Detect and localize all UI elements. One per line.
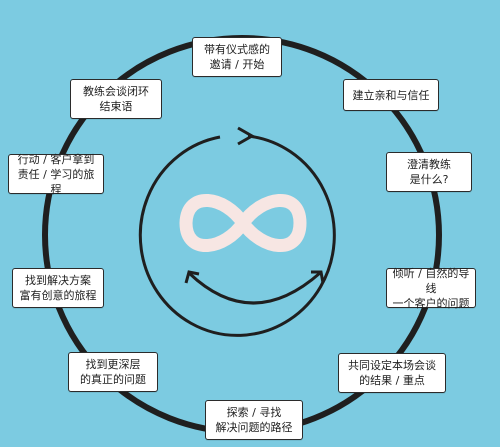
- step-explore: 探索 / 寻找 解决问题的路径: [205, 400, 303, 440]
- smile-arrowhead-left-icon: [184, 270, 200, 284]
- smile-arrow: [187, 271, 321, 305]
- step-action: 行动 / 客户拿到 责任 / 学习的旅程: [8, 153, 104, 196]
- infinity-icon: [179, 193, 307, 253]
- inner-arrowhead-icon: [237, 126, 256, 146]
- step-closing: 教练会谈闭环 结束语: [70, 79, 162, 119]
- step-invitation: 带有仪式感的 邀请 / 开始: [192, 37, 282, 77]
- step-find-solution: 找到解决方案 富有创意的旅程: [12, 268, 104, 308]
- step-build-rapport: 建立亲和与信任: [343, 79, 439, 111]
- step-deeper-issue: 找到更深层 的真正的问题: [68, 352, 158, 392]
- step-set-outcome: 共同设定本场会谈 的结果 / 重点: [338, 353, 446, 393]
- inner-cycle-arrow: [138, 134, 336, 337]
- step-clarify-coaching: 澄清教练 是什么?: [386, 152, 472, 192]
- smile-arrowhead-right-icon: [311, 270, 325, 284]
- step-listen: 倾听 / 自然的导线 一个客户的问题: [386, 267, 476, 310]
